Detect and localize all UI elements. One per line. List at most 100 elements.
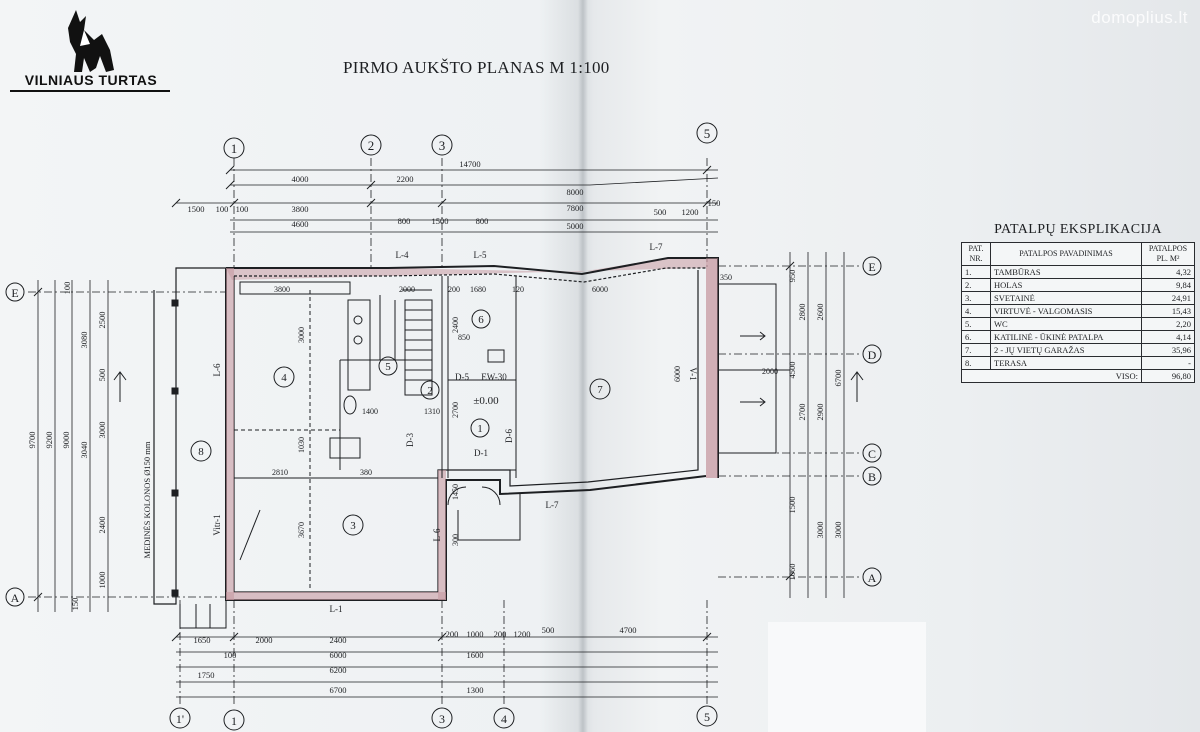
svg-text:120: 120 xyxy=(512,285,524,294)
svg-text:1000: 1000 xyxy=(97,572,107,589)
logo-text: VILNIAUS TURTAS xyxy=(24,72,158,88)
axis-bubbles-top: 1 2 3 5 xyxy=(223,122,718,159)
dimension-ticks xyxy=(33,165,795,642)
svg-text:8: 8 xyxy=(198,446,204,458)
svg-text:8000: 8000 xyxy=(567,187,584,197)
svg-text:2500: 2500 xyxy=(97,312,107,329)
svg-text:D: D xyxy=(868,348,877,362)
explication-table: PAT. NR. PATALPOS PAVADINIMAS PATALPOS P… xyxy=(961,242,1195,383)
svg-text:MEDINĖS KOLONOS Ø150 mm: MEDINĖS KOLONOS Ø150 mm xyxy=(142,441,152,558)
svg-text:6700: 6700 xyxy=(330,685,347,695)
svg-text:4700: 4700 xyxy=(620,625,637,635)
svg-text:L-5: L-5 xyxy=(474,250,487,260)
svg-text:3670: 3670 xyxy=(297,522,306,538)
svg-text:L-6: L-6 xyxy=(212,363,222,376)
svg-text:1: 1 xyxy=(231,714,237,728)
svg-text:3000: 3000 xyxy=(97,422,107,439)
svg-text:200: 200 xyxy=(494,629,507,639)
svg-text:E: E xyxy=(868,260,875,274)
svg-text:3000: 3000 xyxy=(297,327,306,343)
svg-text:3: 3 xyxy=(439,712,445,726)
bottom-dimension-labels: 1650 2000 2400 200 1000 200 1200 500 470… xyxy=(194,625,637,695)
svg-text:L-1: L-1 xyxy=(330,604,343,614)
svg-text:2400: 2400 xyxy=(97,517,107,534)
svg-text:6000: 6000 xyxy=(673,366,682,382)
svg-text:950: 950 xyxy=(787,270,797,283)
svg-text:500: 500 xyxy=(654,207,667,217)
svg-text:4600: 4600 xyxy=(292,219,309,229)
svg-text:1300: 1300 xyxy=(467,685,484,695)
svg-text:2800: 2800 xyxy=(797,304,807,321)
table-header-row: PAT. NR. PATALPOS PAVADINIMAS PATALPOS P… xyxy=(961,242,1195,266)
svg-text:1: 1 xyxy=(477,423,483,435)
svg-text:A: A xyxy=(11,591,20,605)
svg-text:2900: 2900 xyxy=(815,404,825,421)
svg-text:V-1: V-1 xyxy=(688,367,698,380)
paper-glare xyxy=(768,622,926,732)
interior-dimension-labels: 3800 2000 200 1680 120 6000 3000 2400 85… xyxy=(272,273,778,546)
svg-text:800: 800 xyxy=(476,216,489,226)
svg-text:E: E xyxy=(11,286,18,300)
svg-text:2400: 2400 xyxy=(451,317,460,333)
svg-text:100: 100 xyxy=(62,282,72,295)
svg-text:9000: 9000 xyxy=(61,432,71,449)
svg-text:6200: 6200 xyxy=(330,665,347,675)
header-nr: PAT. NR. xyxy=(961,242,991,266)
svg-text:2000: 2000 xyxy=(399,285,415,294)
svg-text:800: 800 xyxy=(398,216,411,226)
right-dimension-labels: 950 4500 6700 2600 2800 2700 2900 1500 3… xyxy=(787,270,843,581)
room-number-bubbles: 1 2 3 4 5 6 7 8 xyxy=(190,309,611,536)
axis-bubbles-bottom: 1' 1 3 4 5 xyxy=(169,705,718,731)
axis-bubbles-left: E A xyxy=(5,282,25,607)
svg-text:850: 850 xyxy=(458,333,470,342)
svg-text:3080: 3080 xyxy=(79,332,89,349)
svg-text:7800: 7800 xyxy=(567,203,584,213)
svg-text:1000: 1000 xyxy=(467,629,484,639)
svg-text:6700: 6700 xyxy=(833,370,843,387)
dimension-lines xyxy=(28,158,862,705)
svg-text:9700: 9700 xyxy=(27,432,37,449)
svg-text:3040: 3040 xyxy=(79,442,89,459)
svg-text:2: 2 xyxy=(427,385,433,397)
page-fold-shadow xyxy=(578,0,588,732)
svg-text:2700: 2700 xyxy=(797,404,807,421)
svg-text:6000: 6000 xyxy=(330,650,347,660)
svg-text:2810: 2810 xyxy=(272,468,288,477)
svg-text:2: 2 xyxy=(368,138,375,153)
svg-text:1030: 1030 xyxy=(297,437,306,453)
svg-text:1400: 1400 xyxy=(362,407,378,416)
svg-text:6: 6 xyxy=(478,314,484,326)
svg-text:1500: 1500 xyxy=(188,204,205,214)
svg-text:1': 1' xyxy=(176,712,184,726)
svg-text:380: 380 xyxy=(360,468,372,477)
svg-text:1680: 1680 xyxy=(470,285,486,294)
svg-text:3800: 3800 xyxy=(274,285,290,294)
svg-text:EW-30: EW-30 xyxy=(481,372,507,382)
svg-text:A: A xyxy=(868,571,877,585)
svg-text:1650: 1650 xyxy=(194,635,211,645)
interior-walls xyxy=(113,267,864,629)
svg-text:3: 3 xyxy=(350,520,356,532)
svg-text:4: 4 xyxy=(281,372,287,384)
svg-text:3800: 3800 xyxy=(292,204,309,214)
top-dimension-labels: 14700 4000 2200 8000 7800 5000 1500 100 … xyxy=(188,159,721,231)
svg-text:300: 300 xyxy=(451,534,460,546)
svg-text:1200: 1200 xyxy=(514,629,531,639)
svg-text:1600: 1600 xyxy=(467,650,484,660)
room-explication-legend: PATALPŲ EKSPLIKACIJA PAT. NR. PATALPOS P… xyxy=(961,222,1195,383)
svg-text:150: 150 xyxy=(70,598,80,611)
header-area: PATALPOS PL. M² xyxy=(1141,242,1195,266)
svg-text:500: 500 xyxy=(542,625,555,635)
svg-text:2000: 2000 xyxy=(762,367,778,376)
legend-title: PATALPŲ EKSPLIKACIJA xyxy=(994,222,1162,237)
svg-text:Vitr-1: Vitr-1 xyxy=(212,514,222,535)
svg-text:5: 5 xyxy=(385,361,391,373)
svg-text:D-6: D-6 xyxy=(504,429,514,443)
svg-text:2700: 2700 xyxy=(451,402,460,418)
svg-text:5: 5 xyxy=(704,710,710,724)
svg-text:3: 3 xyxy=(439,138,446,153)
svg-text:1750: 1750 xyxy=(198,670,215,680)
